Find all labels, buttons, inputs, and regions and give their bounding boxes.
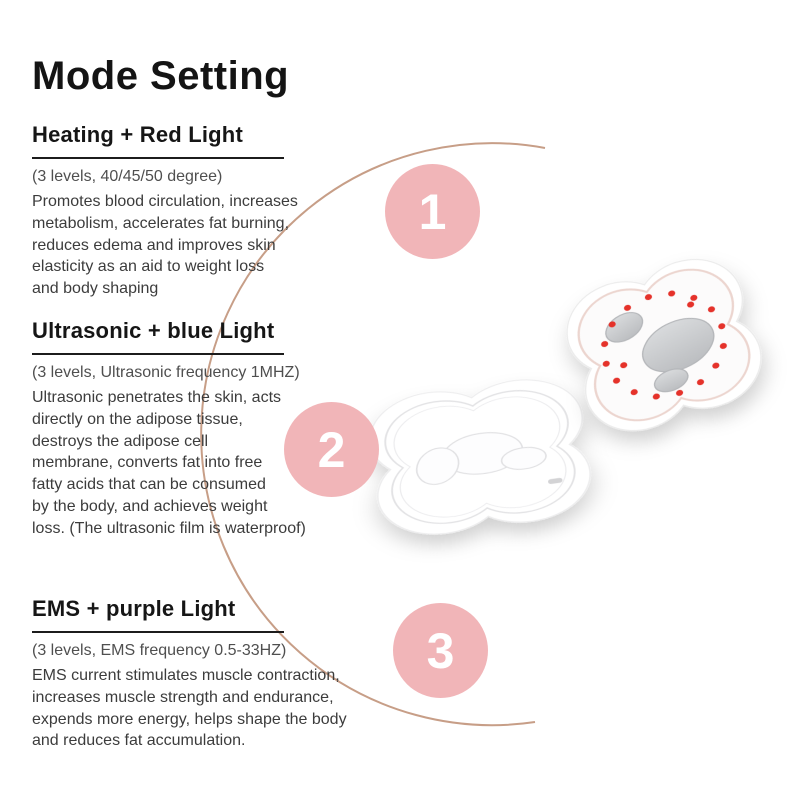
device-back-view (369, 379, 591, 535)
section-heading: Heating + Red Light (32, 122, 243, 147)
page-title: Mode Setting (32, 54, 290, 98)
section-levels: (3 levels, EMS frequency 0.5-33HZ) (32, 642, 287, 659)
section-ultrasonic-blue-light: Ultrasonic + blue Light (3 levels, Ultra… (32, 318, 372, 539)
metal-plates (605, 311, 715, 393)
step-2-badge: 2 (284, 402, 379, 497)
section-levels: (3 levels, Ultrasonic frequency 1MHZ) (32, 364, 300, 381)
charging-port (548, 477, 563, 484)
heading-underline (32, 353, 284, 355)
step-1-badge: 1 (385, 164, 480, 259)
section-heading: EMS + purple Light (32, 596, 236, 621)
section-description: EMS current stimulates muscle contractio… (32, 667, 347, 750)
steps-curve-line (200, 142, 546, 727)
section-levels: (3 levels, 40/45/50 degree) (32, 168, 223, 185)
section-heating-red-light: Heating + Red Light (3 levels, 40/45/50 … (32, 122, 362, 300)
section-ems-purple-light: EMS + purple Light (3 levels, EMS freque… (32, 596, 452, 752)
device-front-view (566, 258, 762, 432)
section-description: Ultrasonic penetrates the skin, acts dir… (32, 389, 306, 537)
step-3-badge: 3 (393, 603, 488, 698)
heading-underline (32, 157, 284, 159)
red-led-lights (601, 290, 727, 400)
heading-underline (32, 631, 284, 633)
section-description: Promotes blood circulation, increases me… (32, 193, 298, 297)
section-heading: Ultrasonic + blue Light (32, 318, 275, 343)
